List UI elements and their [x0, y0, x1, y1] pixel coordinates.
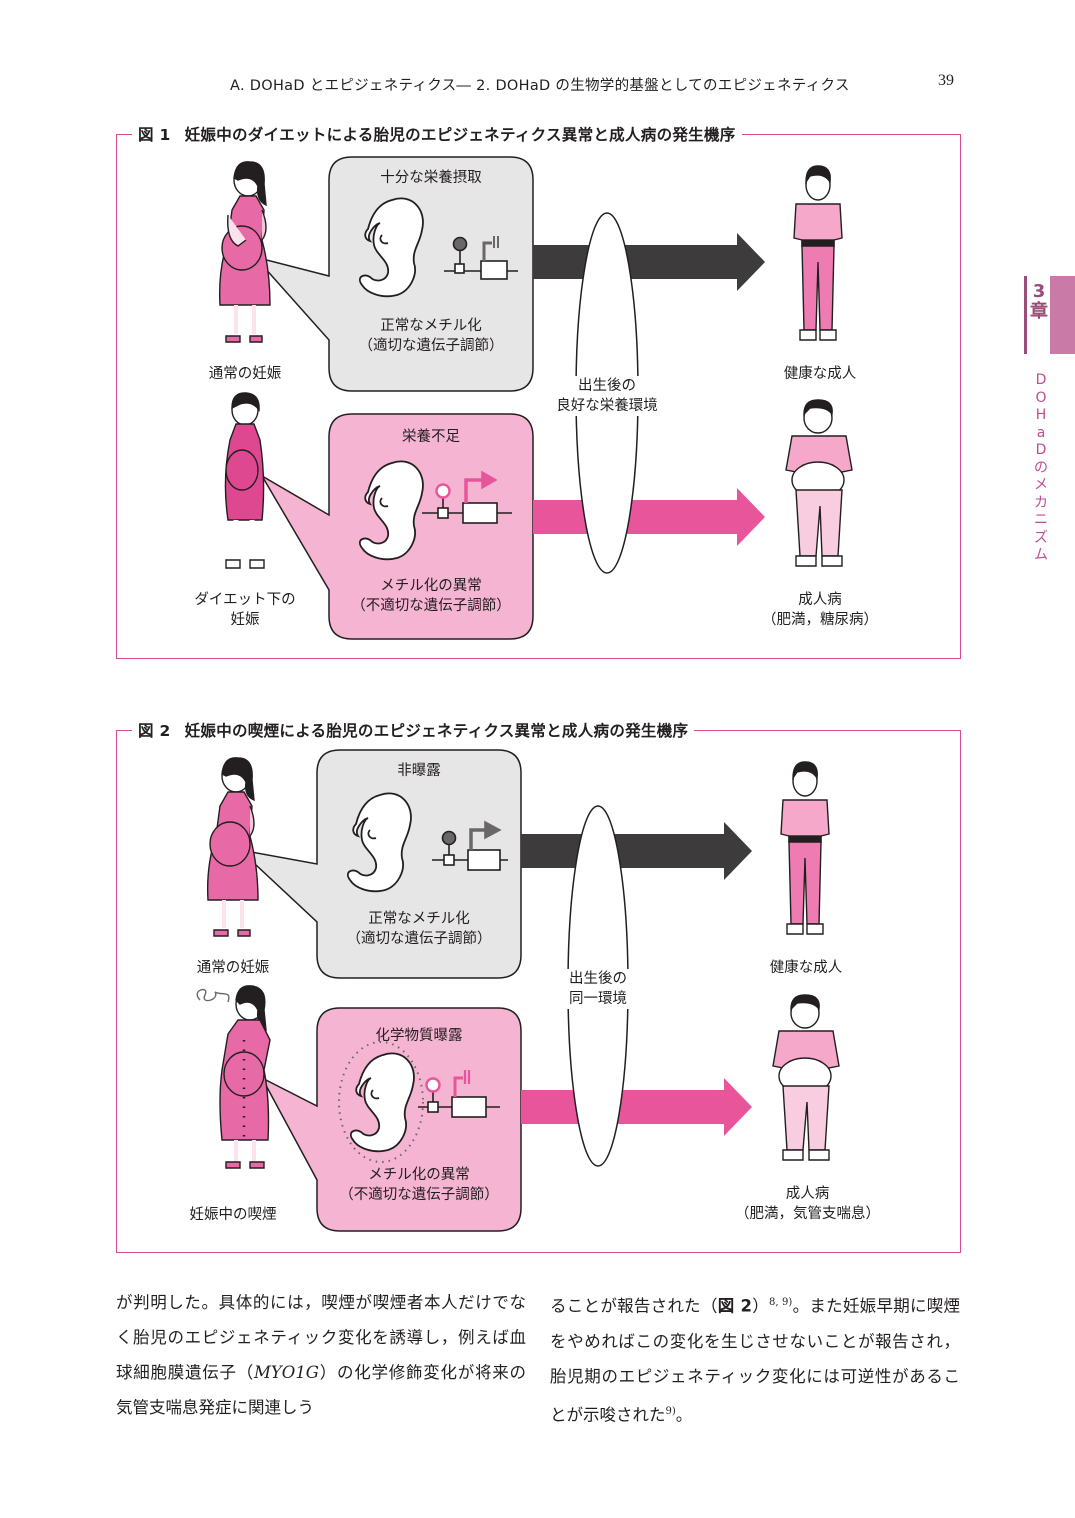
fig1-top-bubble-caption: 正常なメチル化（適切な遺伝子調節） [358, 318, 504, 354]
fig2-mother-normal-figure [207, 757, 259, 937]
running-header: A. DOHaD とエピジェネティクス― 2. DOHaD の生物学的基盤として… [230, 78, 850, 94]
fig1-bottom-bubble-caption: メチル化の異常（不適切な遺伝子調節） [351, 578, 511, 614]
fig2-adult-obese-figure [772, 994, 840, 1161]
fig1-gene-bottom-icon [422, 470, 512, 524]
fig2-adult-disease-label: 成人病（肥満，気管支喘息） [735, 1186, 880, 1222]
fig2-adult-healthy-figure [780, 761, 830, 935]
fig1-mother-normal-figure [219, 161, 271, 343]
fig1-bottom-bubble-title: 栄養不足 [402, 429, 460, 445]
body-text-right-column: ることが報告された（図 2）8, 9)。また妊娠早期に喫煙をやめればこの変化を生… [550, 1296, 961, 1425]
fig1-fetus-bottom-icon [358, 460, 424, 561]
fig2-adult-healthy-label: 健康な成人 [769, 960, 843, 976]
fig2-mother-smoking-label: 妊娠中の喫煙 [189, 1207, 277, 1223]
fig1-gene-top-icon [444, 236, 518, 280]
fig2-fetus-top-icon [346, 792, 412, 893]
fig1-adult-healthy-label: 健康な成人 [783, 366, 857, 382]
fig2-mother-smoking-figure [196, 985, 271, 1169]
fig2-fetus-bottom-icon [338, 1041, 424, 1163]
fig1-fetus-top-icon [358, 197, 424, 298]
body-text-left-column: が判明した。具体的には，喫煙が喫煙者本人だけでなく胎児のエピジェネティック変化を… [116, 1293, 526, 1417]
fig2-gene-top-icon [432, 820, 508, 871]
fig2-arrow-top [521, 822, 752, 880]
fig2-bottom-bubble-caption: メチル化の異常（不適切な遺伝子調節） [339, 1167, 499, 1203]
fig2-arrow-bottom [521, 1078, 752, 1136]
fig1-top-bubble-title: 十分な栄養摂取 [380, 170, 482, 186]
fig1-adult-disease-label: 成人病（肥満，糖尿病） [762, 592, 878, 628]
fig2-top-bubble-title: 非曝露 [397, 763, 441, 779]
fig1-adult-obese-figure [785, 399, 853, 567]
chapter-side-title: DOHaDのメカニズム [1034, 372, 1048, 563]
page-number: 39 [938, 72, 954, 89]
fig1-mother-normal-label: 通常の妊娠 [208, 366, 282, 382]
fig1-adult-healthy-figure [793, 165, 843, 341]
fig1-mother-diet-label: ダイエット下の妊娠 [194, 592, 296, 628]
fig2-top-bubble-caption: 正常なメチル化（適切な遺伝子調節） [346, 911, 492, 947]
citation-ref: 8, 9) [769, 1297, 793, 1308]
fig2-environment-label: 出生後の同一環境 [548, 969, 648, 1009]
fig2-gene-bottom-icon [418, 1070, 500, 1118]
citation-ref: 9) [665, 1405, 676, 1417]
figure-reference[interactable]: 図 2 [717, 1296, 752, 1316]
gene-name: MYO1G [254, 1363, 319, 1382]
fig2-bottom-bubble-title: 化学物質曝露 [375, 1028, 463, 1044]
fig1-mother-diet-figure [224, 392, 265, 569]
fig2-mother-normal-label: 通常の妊娠 [196, 960, 270, 976]
chapter-number: 3 章 [1030, 281, 1048, 322]
fig1-environment-label: 出生後の良好な栄養環境 [537, 376, 677, 416]
